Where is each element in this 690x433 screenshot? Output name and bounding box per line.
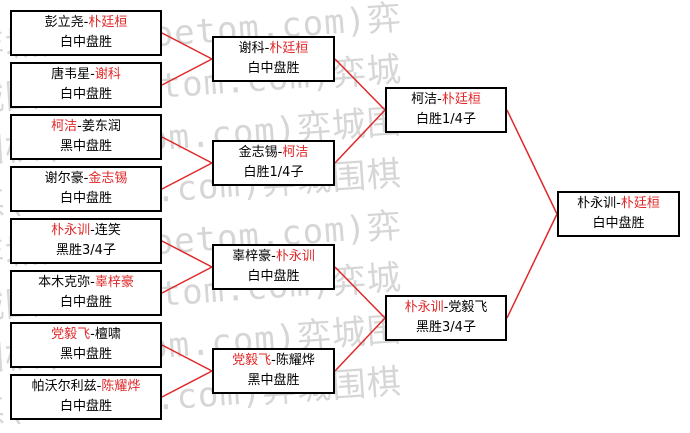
- bracket-connector: [161, 162, 213, 190]
- pairing: 党毅飞-檀啸: [51, 327, 121, 342]
- pairing: 朴永训-党毅飞: [404, 300, 488, 315]
- bracket-connector: [334, 266, 386, 319]
- match-result: 黑中盘胜: [247, 373, 300, 388]
- quarterfinal-match-3: 辜梓豪-朴永训白中盘胜: [212, 244, 335, 290]
- bracket-connector: [506, 109, 558, 215]
- match-result: 白中盘胜: [592, 216, 645, 231]
- winner-name: 朴永训: [51, 223, 91, 238]
- pairing: 帕沃尔利兹-陈耀烨: [31, 379, 141, 394]
- bracket-connector: [161, 344, 213, 372]
- winner-name: 朴廷桓: [441, 92, 481, 107]
- player-name: 朴永训: [577, 196, 617, 211]
- pairing: 谢科-朴廷桓: [238, 41, 309, 56]
- winner-name: 辜梓豪: [94, 275, 134, 290]
- match-result: 黑胜3/4子: [416, 320, 476, 335]
- match-result: 白胜1/4子: [416, 112, 476, 127]
- match-result: 白中盘胜: [59, 87, 112, 102]
- player-name: 帕沃尔利兹: [31, 379, 97, 394]
- final-match-1: 朴永训-朴廷桓白中盘胜: [557, 191, 680, 237]
- winner-name: 金志锡: [88, 171, 128, 186]
- player-name: 姜东润: [81, 119, 121, 134]
- bracket-connector: [506, 213, 558, 319]
- bracket-connector: [161, 266, 213, 294]
- player-name: 连笑: [94, 223, 121, 238]
- round-of-16-match-8: 帕沃尔利兹-陈耀烨白中盘胜: [10, 374, 162, 420]
- round-of-16-match-6: 本木克弥-辜梓豪白中盘胜: [10, 270, 162, 316]
- winner-name: 朴永训: [404, 300, 444, 315]
- bracket-connector: [161, 58, 213, 86]
- player-name: 辜梓豪: [232, 249, 272, 264]
- round-of-16-match-4: 谢尔豪-金志锡白中盘胜: [10, 166, 162, 212]
- winner-name: 柯洁: [282, 145, 309, 160]
- match-result: 白中盘胜: [59, 295, 112, 310]
- player-name: 本木克弥: [38, 275, 91, 290]
- match-result: 黑中盘胜: [59, 347, 112, 362]
- pairing: 金志锡-柯洁: [238, 145, 309, 160]
- quarterfinal-match-1: 谢科-朴廷桓白中盘胜: [212, 36, 335, 82]
- round-of-16-match-7: 党毅飞-檀啸黑中盘胜: [10, 322, 162, 368]
- match-result: 黑胜3/4子: [56, 243, 116, 258]
- winner-name: 陈耀烨: [101, 379, 141, 394]
- match-result: 黑中盘胜: [59, 139, 112, 154]
- bracket-connector: [161, 240, 213, 268]
- pairing: 党毅飞-陈耀烨: [232, 353, 315, 368]
- winner-name: 朴廷桓: [88, 15, 128, 30]
- winner-name: 朴永训: [275, 249, 315, 264]
- player-name: 彭立尧: [44, 15, 84, 30]
- bracket-connector: [334, 58, 386, 111]
- winner-name: 朴廷桓: [620, 196, 660, 211]
- round-of-16-match-3: 柯洁-姜东润黑中盘胜: [10, 114, 162, 160]
- pairing: 辜梓豪-朴永训: [232, 249, 315, 264]
- winner-name: 柯洁: [51, 119, 78, 134]
- winner-name: 党毅飞: [232, 353, 272, 368]
- match-result: 白胜1/4子: [243, 165, 304, 180]
- player-name: 谢科: [238, 41, 265, 56]
- semifinal-match-2: 朴永训-党毅飞黑胜3/4子: [385, 295, 507, 341]
- round-of-16-match-5: 朴永训-连笑黑胜3/4子: [10, 218, 162, 264]
- pairing: 唐韦星-谢科: [51, 67, 121, 82]
- pairing: 朴永训-连笑: [51, 223, 121, 238]
- semifinal-match-1: 柯洁-朴廷桓白胜1/4子: [385, 87, 507, 133]
- quarterfinal-match-2: 金志锡-柯洁白胜1/4子: [212, 140, 335, 186]
- match-result: 白中盘胜: [59, 191, 112, 206]
- player-name: 谢尔豪: [44, 171, 84, 186]
- match-result: 白中盘胜: [59, 399, 112, 414]
- pairing: 本木克弥-辜梓豪: [38, 275, 134, 290]
- bracket-connector: [161, 136, 213, 164]
- quarterfinal-match-4: 党毅飞-陈耀烨黑中盘胜: [212, 348, 335, 394]
- player-name: 檀啸: [94, 327, 121, 342]
- player-name: 党毅飞: [448, 300, 488, 315]
- match-result: 白中盘胜: [59, 35, 112, 50]
- pairing: 柯洁-朴廷桓: [411, 92, 481, 107]
- pairing: 柯洁-姜东润: [51, 119, 121, 134]
- bracket-connector: [334, 317, 386, 372]
- bracket-connector: [334, 109, 386, 164]
- bracket-connector: [161, 370, 213, 398]
- player-name: 柯洁: [411, 92, 438, 107]
- round-of-16-match-2: 唐韦星-谢科白中盘胜: [10, 62, 162, 108]
- pairing: 朴永训-朴廷桓: [577, 196, 660, 211]
- match-result: 白中盘胜: [247, 61, 300, 76]
- round-of-16-match-1: 彭立尧-朴廷桓白中盘胜: [10, 10, 162, 56]
- player-name: 陈耀烨: [275, 353, 315, 368]
- match-result: 白中盘胜: [247, 269, 300, 284]
- winner-name: 朴廷桓: [269, 41, 309, 56]
- player-name: 唐韦星: [51, 67, 91, 82]
- pairing: 谢尔豪-金志锡: [44, 171, 128, 186]
- player-name: 金志锡: [238, 145, 278, 160]
- bracket-connector: [161, 32, 213, 60]
- winner-name: 党毅飞: [51, 327, 91, 342]
- winner-name: 谢科: [94, 67, 121, 82]
- pairing: 彭立尧-朴廷桓: [44, 15, 128, 30]
